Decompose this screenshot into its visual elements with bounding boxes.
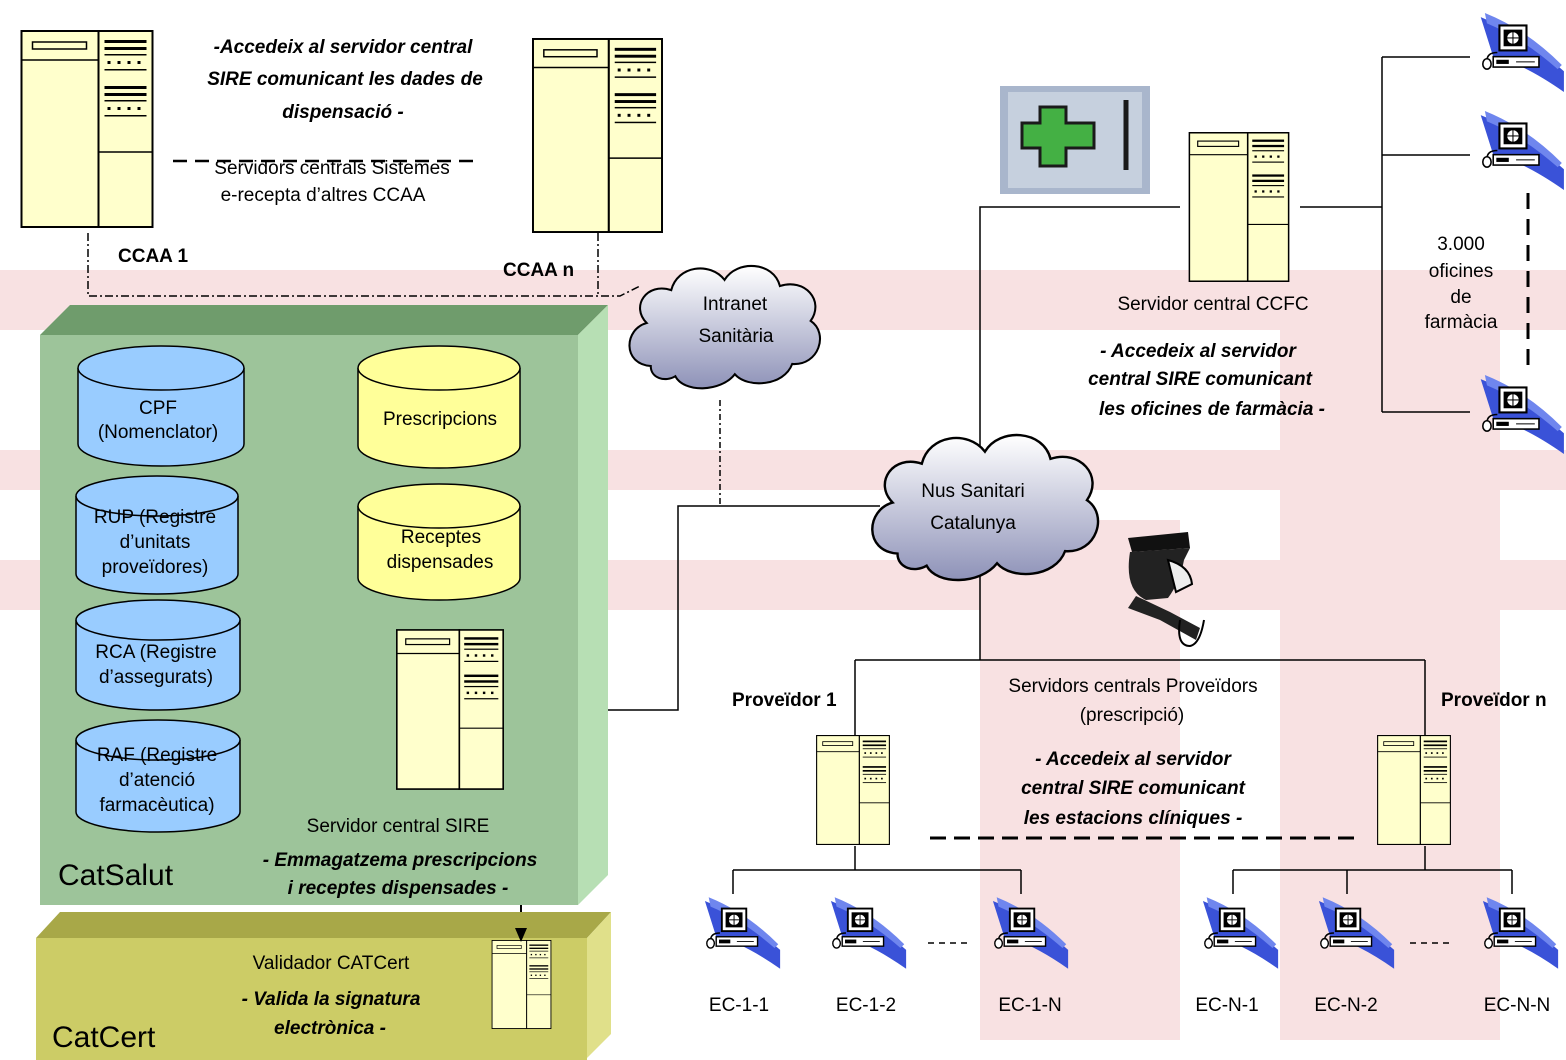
store-receptes-line1: Receptes xyxy=(401,527,481,548)
clinical-station xyxy=(829,896,908,970)
provider-1-server xyxy=(815,735,891,845)
catcert-note-line2: electrònica - xyxy=(274,1018,386,1039)
server-tower-icon xyxy=(1188,132,1290,282)
catcert-note-line1: - Valida la signatura xyxy=(242,989,421,1010)
sire-server xyxy=(396,629,504,790)
clinical-station xyxy=(703,896,782,970)
computer-workstation-icon xyxy=(1479,11,1565,94)
clinical-station xyxy=(1201,896,1280,970)
db-cpf-line1: CPF xyxy=(139,398,177,419)
server-tower-icon xyxy=(396,629,504,790)
db-cpf-line2: (Nomenclator) xyxy=(98,422,218,443)
store-receptes: Receptes dispensades xyxy=(357,483,521,601)
pharmacies-line3: de xyxy=(1450,287,1471,308)
station-label: EC-1-1 xyxy=(709,995,769,1016)
db-rca-line1: RCA (Registre xyxy=(95,642,216,663)
ccfc-note-line3: les oficines de farmàcia - xyxy=(1099,399,1325,420)
store-receptes-line2: dispensades xyxy=(387,552,494,573)
computer-workstation-icon xyxy=(1201,896,1280,970)
db-raf-line1: RAF (Registre xyxy=(97,745,217,766)
catsalut-name: CatSalut xyxy=(58,859,174,892)
station-label: EC-1-N xyxy=(998,995,1061,1016)
catcert-validator-server xyxy=(491,940,552,1029)
sire-note-line1: - Emmagatzema prescripcions xyxy=(263,850,538,871)
ccaa-n-server xyxy=(531,38,664,233)
database-cylinder-icon xyxy=(77,345,245,467)
sire-server-label: Servidor central SIRE xyxy=(307,816,490,837)
db-rup-line2: d’unitats xyxy=(120,532,191,553)
database-rca: RCA (Registre d’assegurats) xyxy=(75,599,241,711)
store-prescripcions-label: Prescripcions xyxy=(383,409,497,430)
database-cylinder-icon xyxy=(75,475,239,595)
store-prescripcions: Prescripcions xyxy=(357,345,521,469)
server-tower-icon xyxy=(815,735,891,845)
intranet-line2: Sanitària xyxy=(699,326,774,347)
pharmacies-line2: oficines xyxy=(1429,261,1493,282)
provider-n-label: Proveïdor n xyxy=(1441,690,1547,711)
ccfc-note-line1: - Accedeix al servidor xyxy=(1100,341,1297,362)
db-rup-line3: proveïdores) xyxy=(102,557,209,578)
computer-workstation-icon xyxy=(1479,109,1565,192)
pharmacies-line4: farmàcia xyxy=(1425,312,1498,333)
ccfc-server xyxy=(1188,132,1290,282)
ccfc-server-label: Servidor central CCFC xyxy=(1117,294,1308,315)
top-note-line1: -Accedeix al servidor central xyxy=(214,37,473,58)
station-label: EC-N-2 xyxy=(1314,995,1377,1016)
database-cylinder-icon xyxy=(75,719,241,833)
server-tower-icon xyxy=(1376,735,1452,845)
database-cpf: CPF (Nomenclator) xyxy=(77,345,245,467)
server-tower-icon xyxy=(20,30,154,228)
nus-cloud: Nus Sanitari Catalunya xyxy=(870,433,1100,582)
pharmacies-line1: 3.000 xyxy=(1437,234,1485,255)
computer-workstation-icon xyxy=(829,896,908,970)
intranet-cloud: Intranet Sanitària xyxy=(628,264,822,390)
database-raf: RAF (Registre d’atenció farmacèutica) xyxy=(75,719,241,833)
database-cylinder-icon xyxy=(75,599,241,711)
ccfc-note-line2: central SIRE comunicant xyxy=(1088,369,1313,390)
station-label: EC-N-1 xyxy=(1195,995,1258,1016)
ccaa-n-label: CCAA n xyxy=(503,260,574,281)
sire-note-line2: i receptes dispensades - xyxy=(288,878,509,899)
computer-workstation-icon xyxy=(703,896,782,970)
db-rca-line2: d’assegurats) xyxy=(99,667,213,688)
providers-note-line2: central SIRE comunicant xyxy=(1021,778,1246,799)
ccaa-1-server xyxy=(20,30,154,228)
nus-line1: Nus Sanitari xyxy=(921,481,1025,502)
catcert-name: CatCert xyxy=(52,1021,156,1054)
pharmacy-workstation xyxy=(1479,11,1565,94)
doctor-icon xyxy=(1128,532,1205,648)
other-ccaa-servers-line1: Servidors centrals Sistemes xyxy=(214,158,449,179)
database-cylinder-icon xyxy=(357,345,521,469)
other-ccaa-servers-line2: e-recepta d’altres CCAA xyxy=(221,185,426,206)
nus-line2: Catalunya xyxy=(930,513,1016,534)
catcert-validator-label: Validador CATCert xyxy=(253,953,410,974)
server-tower-icon xyxy=(531,38,664,233)
db-raf-line3: farmacèutica) xyxy=(99,795,214,816)
pharmacy-cross-icon xyxy=(1000,86,1150,194)
providers-label-line2: (prescripció) xyxy=(1080,705,1185,726)
db-rup-line1: RUP (Registre xyxy=(94,507,216,528)
station-label: EC-1-2 xyxy=(836,995,896,1016)
pharmacy-workstation xyxy=(1479,109,1565,192)
providers-note-line1: - Accedeix al servidor xyxy=(1035,749,1232,770)
ccaa-1-label: CCAA 1 xyxy=(118,246,188,267)
sire-to-validator-arrow xyxy=(515,928,527,942)
db-raf-line2: d’atenció xyxy=(119,770,195,791)
providers-label-line1: Servidors centrals Proveïdors xyxy=(1008,676,1257,697)
intranet-line1: Intranet xyxy=(703,294,768,315)
database-rup: RUP (Registre d’unitats proveïdores) xyxy=(75,475,239,595)
providers-note-line3: les estacions clíniques - xyxy=(1024,808,1243,829)
server-tower-icon xyxy=(491,940,552,1029)
station-label: EC-N-N xyxy=(1484,995,1551,1016)
top-note-line3: dispensació - xyxy=(282,102,403,123)
provider-n-server xyxy=(1376,735,1452,845)
top-note-line2: SIRE comunicant les dades de xyxy=(207,69,483,90)
provider-1-label: Proveïdor 1 xyxy=(732,690,837,711)
database-cylinder-icon xyxy=(357,483,521,601)
background-watermark xyxy=(0,270,1566,1040)
